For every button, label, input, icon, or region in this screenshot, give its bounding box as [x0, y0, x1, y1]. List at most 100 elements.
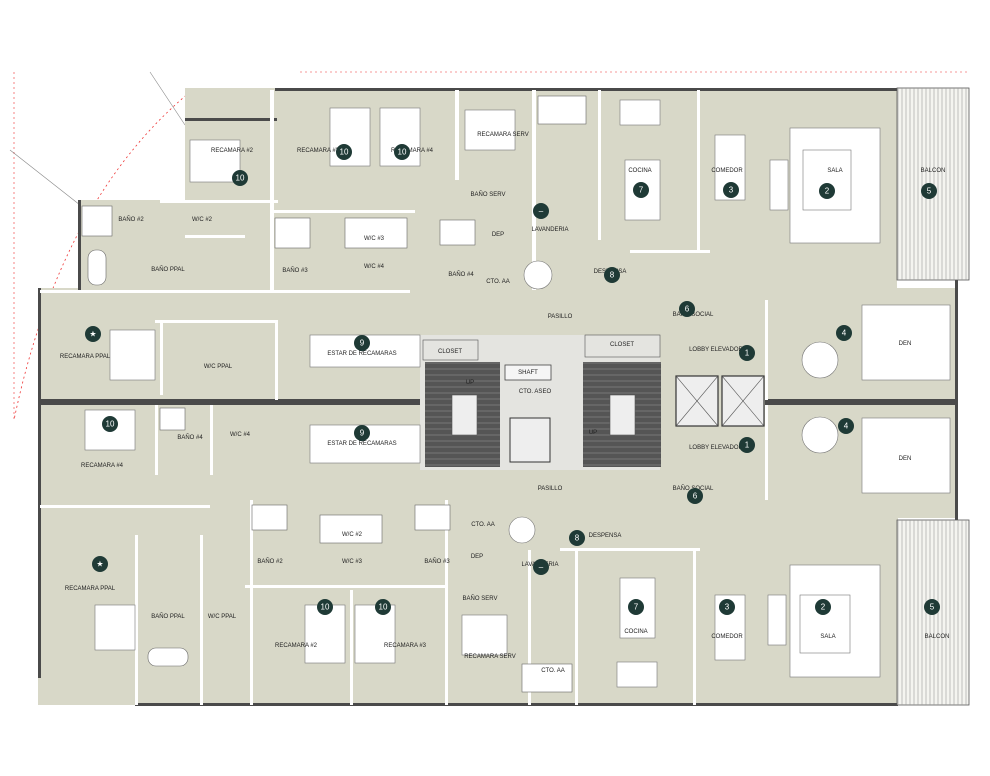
svg-text:9: 9 — [360, 429, 365, 438]
badge-5-balcon-bottom: 5 — [924, 599, 940, 615]
balcony-top — [896, 87, 970, 281]
label-bano-3-bottom: BAÑO #3 — [424, 558, 450, 565]
svg-text:4: 4 — [844, 422, 849, 431]
svg-text:–: – — [539, 563, 544, 572]
partitions-top — [40, 90, 768, 400]
label-wc-3-top: W/C #3 — [364, 236, 385, 242]
label-bano-4-bottom: BAÑO #4 — [177, 434, 203, 441]
label-cto-aseo: CTO. ASEO — [519, 389, 552, 395]
label-bano-ppal-top: BAÑO PPAL — [151, 266, 185, 273]
badge-4-den-top: 4 — [836, 325, 852, 341]
closet-left — [422, 339, 479, 361]
label-den-top: DEN — [899, 341, 912, 347]
label-bano-serv-bottom: BAÑO SERV — [463, 595, 498, 602]
svg-text:5: 5 — [930, 603, 935, 612]
svg-text:10: 10 — [106, 420, 115, 429]
badge-5-balcon-top: 5 — [921, 183, 937, 199]
label-bano-serv-top: BAÑO SERV — [471, 191, 506, 198]
badge-10-rec4-top: 10 — [394, 144, 410, 160]
label-wc-2-top: W/C #2 — [192, 217, 213, 223]
wall-left-upper — [78, 200, 81, 292]
label-recamara-ppal-top: RECAMARA PPAL — [60, 354, 111, 360]
label-wc-ppal-top: W/C PPAL — [204, 364, 233, 370]
svg-text:3: 3 — [729, 186, 734, 195]
label-wc-3-bottom: W/C #3 — [342, 559, 363, 565]
wall-mid-axis-right — [765, 399, 955, 405]
partitions-bottom — [40, 405, 768, 705]
badge-star-recamara-ppal-bottom: ★ — [92, 556, 108, 572]
svg-text:2: 2 — [825, 187, 830, 196]
svg-text:★: ★ — [89, 330, 96, 339]
stair-left-landing — [451, 394, 478, 436]
badge-1-lobby-bottom: 1 — [739, 437, 755, 453]
svg-text:10: 10 — [379, 603, 388, 612]
badge-9-estar-top: 9 — [354, 335, 370, 351]
label-dep-bottom: DEP — [471, 554, 483, 560]
construction-line-1 — [149, 71, 186, 126]
label-shaft: SHAFT — [518, 370, 538, 376]
label-recamara-ppal-bottom: RECAMARA PPAL — [65, 586, 116, 592]
svg-text:8: 8 — [575, 534, 580, 543]
label-lobby-elevador-top: LOBBY ELEVADOR — [689, 347, 743, 353]
label-recamara-4-bottom: RECAMARA #4 — [81, 463, 124, 469]
badge-10-rec2-top: 10 — [232, 170, 248, 186]
label-balcon-bottom: BALCON — [925, 634, 950, 640]
label-comedor-bottom: COMEDOR — [711, 634, 743, 640]
label-den-bottom: DEN — [899, 456, 912, 462]
wall-top — [275, 88, 897, 91]
stair-right-landing — [609, 394, 636, 436]
badge-10-rec3-top: 10 — [336, 144, 352, 160]
label-recamara-serv-top: RECAMARA SERV — [477, 132, 529, 138]
label-up-right: UP — [589, 430, 597, 436]
label-cocina-bottom: COCINA — [624, 629, 647, 635]
label-recamara-2-bottom: RECAMARA #2 — [275, 643, 318, 649]
svg-text:10: 10 — [398, 148, 407, 157]
label-estar-recamaras-bottom: ESTAR DE RECAMARAS — [327, 441, 396, 447]
label-balcon-top: BALCON — [921, 168, 946, 174]
svg-text:3: 3 — [725, 603, 730, 612]
label-closet-right: CLOSET — [610, 342, 634, 348]
wall-bottom — [135, 703, 898, 706]
badge-9-estar-bottom: 9 — [354, 425, 370, 441]
svg-text:9: 9 — [360, 339, 365, 348]
label-lavanderia-top: LAVANDERIA — [531, 227, 568, 233]
label-sala-bottom: SALA — [820, 634, 835, 640]
svg-text:7: 7 — [634, 603, 639, 612]
label-recamara-2-top: RECAMARA #2 — [211, 148, 254, 154]
badge-8-despensa-bottom: 8 — [569, 530, 585, 546]
svg-text:1: 1 — [745, 441, 750, 450]
label-wc-4-bottom: W/C #4 — [230, 432, 251, 438]
badge-star-recamara-ppal-top: ★ — [85, 326, 101, 342]
badge-10-rec3-bottom: 10 — [375, 599, 391, 615]
construction-line-2 — [9, 149, 81, 206]
label-lobby-elevador-bottom: LOBBY ELEVADOR — [689, 445, 743, 451]
svg-text:1: 1 — [745, 349, 750, 358]
svg-text:7: 7 — [639, 186, 644, 195]
label-dep-top: DEP — [492, 232, 504, 238]
label-wc-4-top: W/C #4 — [364, 264, 385, 270]
badge-4-den-bottom: 4 — [838, 418, 854, 434]
svg-text:4: 4 — [842, 329, 847, 338]
svg-text:5: 5 — [927, 187, 932, 196]
label-cto-aa-bottom-2: CTO. AA — [541, 668, 565, 674]
living-furniture — [309, 127, 951, 678]
closet-right — [584, 334, 661, 358]
svg-text:8: 8 — [610, 271, 615, 280]
label-wc-ppal-bottom: W/C PPAL — [208, 614, 237, 620]
badge-2-sala-top: 2 — [819, 183, 835, 199]
badge-6-bano-social-bottom: 6 — [687, 488, 703, 504]
svg-text:2: 2 — [821, 603, 826, 612]
svg-text:6: 6 — [685, 305, 690, 314]
label-recamara-4-top: RECAMARA #4 — [391, 148, 434, 154]
label-cto-aa-bottom: CTO. AA — [471, 522, 495, 528]
label-estar-recamaras-top: ESTAR DE RECAMARAS — [327, 351, 396, 357]
label-sala-top: SALA — [827, 168, 842, 174]
shaft-box — [504, 364, 552, 381]
label-cocina-top: COCINA — [628, 168, 651, 174]
badge-lavanderia-bottom: – — [533, 559, 549, 575]
badge-7-cocina-top: 7 — [633, 182, 649, 198]
label-up-left: UP — [466, 380, 474, 386]
service-elevator — [509, 417, 551, 463]
badge-10-rec4-bottom: 10 — [102, 416, 118, 432]
